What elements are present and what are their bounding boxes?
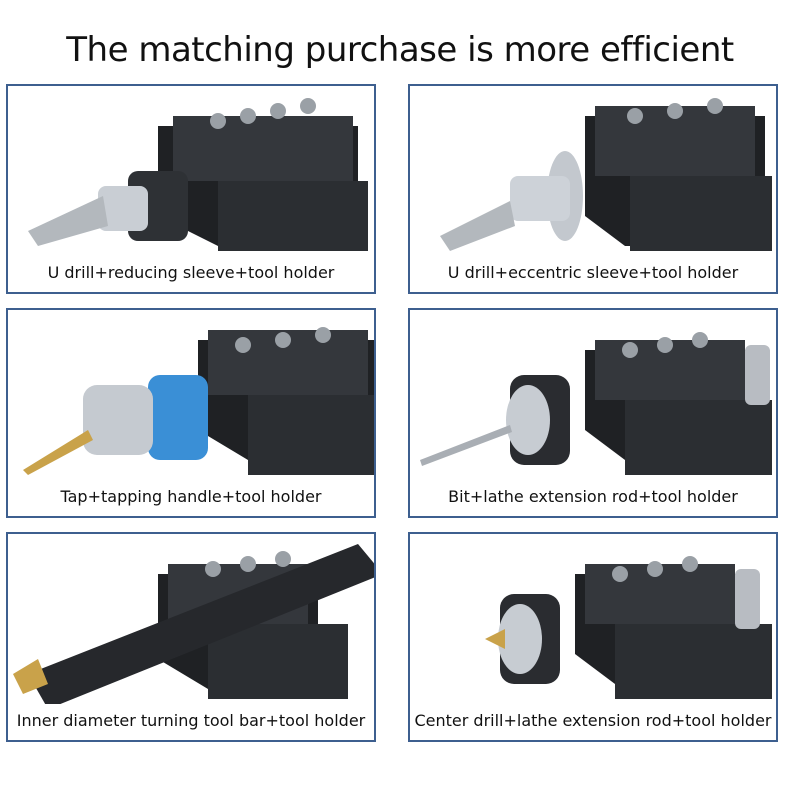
panel-caption: U drill+reducing sleeve+tool holder <box>47 263 335 282</box>
panel-caption: U drill+eccentric sleeve+tool holder <box>447 263 739 282</box>
product-panel-u-drill-reducing-sleeve: U drill+reducing sleeve+tool holder <box>6 84 376 294</box>
inner-diameter-turning-bar-image <box>13 544 374 704</box>
panel-caption: Bit+lathe extension rod+tool holder <box>448 487 738 506</box>
product-panel-bit-lathe-extension-rod: Bit+lathe extension rod+tool holder <box>408 308 778 518</box>
product-panel-inner-diameter-turning-bar: Inner diameter turning tool bar+tool hol… <box>6 532 376 742</box>
panel-caption: Center drill+lathe extension rod+tool ho… <box>414 711 772 730</box>
product-panel-center-drill-lathe-extension-rod: Center drill+lathe extension rod+tool ho… <box>408 532 778 742</box>
u-drill-eccentric-sleeve-image <box>440 98 772 251</box>
center-drill-lathe-extension-rod-image <box>485 556 772 699</box>
bit-lathe-extension-rod-image <box>420 332 772 475</box>
panel-caption: Tap+tapping handle+tool holder <box>60 487 322 506</box>
product-panel-tap-tapping-handle: Tap+tapping handle+tool holder <box>6 308 376 518</box>
page-title: The matching purchase is more efficient <box>66 30 734 70</box>
tap-tapping-handle-image <box>23 327 374 475</box>
u-drill-reducing-sleeve-image <box>28 98 368 251</box>
panel-caption: Inner diameter turning tool bar+tool hol… <box>16 711 366 730</box>
product-panel-u-drill-eccentric-sleeve: U drill+eccentric sleeve+tool holder <box>408 84 778 294</box>
